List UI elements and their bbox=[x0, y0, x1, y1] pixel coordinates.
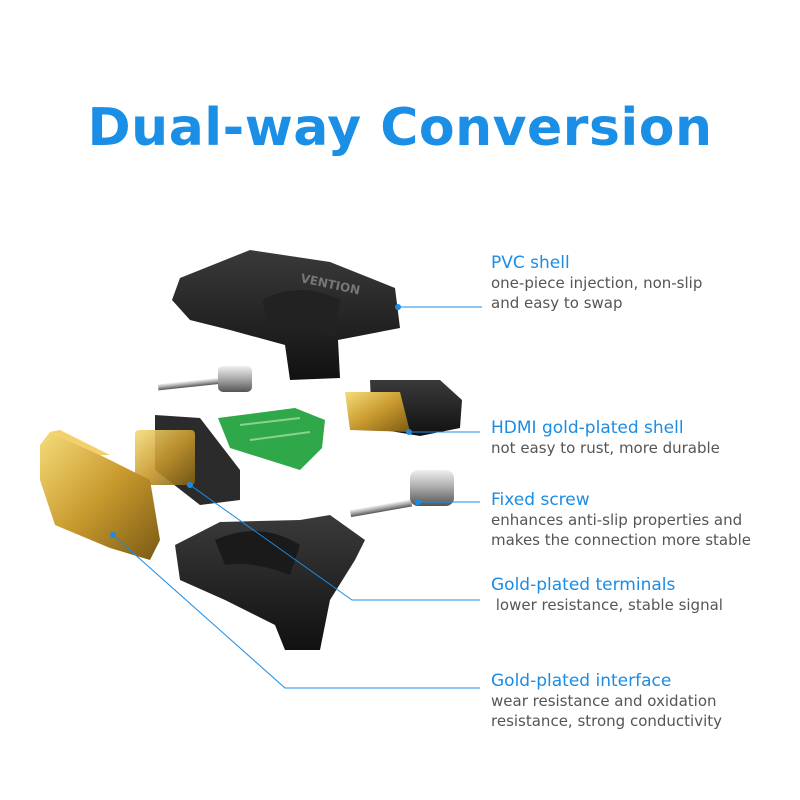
callout-gold-interface: Gold-plated interface wear resistance an… bbox=[491, 671, 722, 731]
page-title: Dual-way Conversion bbox=[87, 98, 713, 158]
callout-text: not easy to rust, more durable bbox=[491, 439, 720, 457]
callout-pvc-shell: PVC shell one-piece injection, non-slip … bbox=[491, 253, 702, 313]
pcb-board bbox=[218, 408, 325, 470]
pvc-shell-top: VENTION bbox=[172, 250, 400, 380]
callout-heading: PVC shell bbox=[491, 253, 570, 273]
leader-lines bbox=[112, 306, 482, 689]
pvc-shell-bottom bbox=[175, 515, 365, 650]
dvi-gold-interface bbox=[40, 430, 160, 560]
terminal-block bbox=[135, 415, 240, 505]
callout-text: and easy to swap bbox=[491, 294, 623, 312]
callout-hdmi-shell: HDMI gold-plated shell not easy to rust,… bbox=[491, 418, 720, 458]
screw-right bbox=[349, 470, 454, 518]
callout-text: one-piece injection, non-slip bbox=[491, 274, 703, 292]
callout-text: resistance, strong conductivity bbox=[491, 712, 723, 730]
callout-text: makes the connection more stable bbox=[491, 531, 751, 549]
callout-gold-terminals: Gold-plated terminals lower resistance, … bbox=[491, 575, 723, 615]
callout-heading: Gold-plated interface bbox=[491, 671, 672, 691]
callout-text: lower resistance, stable signal bbox=[491, 596, 723, 614]
callout-heading: HDMI gold-plated shell bbox=[491, 418, 684, 438]
callout-fixed-screw: Fixed screw enhances anti-slip propertie… bbox=[491, 490, 751, 550]
callout-heading: Fixed screw bbox=[491, 490, 590, 510]
leader-dots bbox=[110, 304, 421, 538]
callout-text: enhances anti-slip properties and bbox=[491, 511, 743, 529]
hdmi-shell bbox=[345, 380, 462, 436]
callout-heading: Gold-plated terminals bbox=[491, 575, 676, 595]
screw-left bbox=[157, 366, 252, 392]
callout-text: wear resistance and oxidation bbox=[491, 692, 717, 710]
